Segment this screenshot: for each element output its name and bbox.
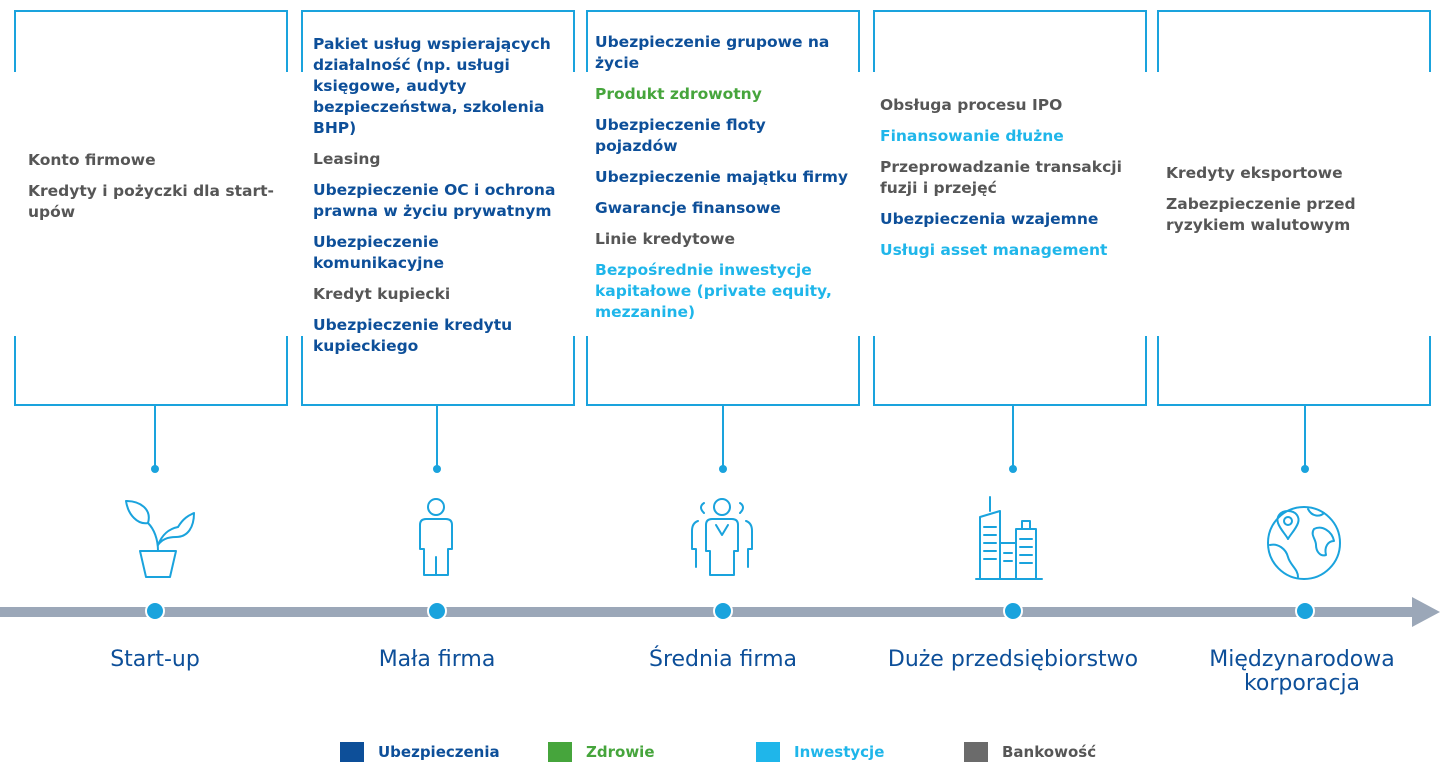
legend-item-insurance: Ubezpieczenia	[340, 742, 500, 762]
product-item: Obsługa procesu IPO	[880, 96, 1063, 114]
legend-label: Inwestycje	[794, 743, 885, 761]
product-item: Konto firmowe	[28, 151, 156, 169]
person-icon	[419, 498, 453, 576]
buildings-icon	[975, 496, 1043, 580]
timeline-node-startup	[145, 601, 165, 621]
legend-label: Ubezpieczenia	[378, 743, 500, 761]
product-item: Linie kredytowe	[595, 230, 735, 248]
product-item: Gwarancje finansowe	[595, 199, 781, 217]
connector-stem	[1304, 406, 1306, 468]
plant-icon	[125, 500, 195, 578]
timeline-node-medium-company	[713, 601, 733, 621]
stage-items-large-enterprise: Obsługa procesu IPO Finansowanie dłużne …	[880, 95, 1142, 261]
stage-frame-large-enterprise	[873, 10, 1147, 406]
stage-frame-medium-company	[586, 10, 860, 406]
stage-items-small-company: Pakiet usług wspierających działalność (…	[313, 34, 571, 357]
legend-item-banking: Bankowość	[964, 742, 1096, 762]
stage-label-medium-company: Średnia firma	[649, 647, 797, 672]
connector-stem	[154, 406, 156, 468]
legend-swatch	[756, 742, 780, 762]
stage-frame-small-company	[301, 10, 575, 406]
connector-dot	[1009, 465, 1017, 473]
product-item: Ubezpieczenie grupowe na życie	[595, 33, 830, 72]
connector-dot	[433, 465, 441, 473]
product-item: Ubezpieczenie kredytu kupieckiego	[313, 316, 513, 355]
product-item: Ubezpieczenia wzajemne	[880, 210, 1099, 228]
connector-stem	[436, 406, 438, 468]
stage-label-startup: Start-up	[110, 647, 200, 672]
stage-items-medium-company: Ubezpieczenie grupowe na życie Produkt z…	[595, 32, 853, 323]
timeline-node-international-corporation	[1295, 601, 1315, 621]
connector-dot	[151, 465, 159, 473]
connector-stem	[722, 406, 724, 468]
team-icon	[691, 498, 753, 576]
timeline-node-small-company	[427, 601, 447, 621]
product-item: Przeprowadzanie transakcji fuzji i przej…	[880, 158, 1122, 197]
legend-swatch	[964, 742, 988, 762]
legend-swatch	[340, 742, 364, 762]
product-item: Ubezpieczenie komunikacyjne	[313, 233, 444, 272]
product-item: Ubezpieczenie floty pojazdów	[595, 116, 766, 155]
legend-item-investments: Inwestycje	[756, 742, 884, 762]
stage-label-small-company: Mała firma	[378, 647, 496, 672]
product-item: Finansowanie dłużne	[880, 127, 1064, 145]
product-item: Usługi asset management	[880, 241, 1108, 259]
stage-items-startup: Konto firmowe Kredyty i pożyczki dla sta…	[28, 150, 286, 223]
timeline-arrowhead	[1412, 597, 1440, 627]
legend-swatch	[548, 742, 572, 762]
stage-items-international-corporation: Kredyty eksportowe Zabezpieczenie przed …	[1166, 163, 1416, 236]
product-item: Ubezpieczenie majątku firmy	[595, 168, 849, 186]
connector-dot	[719, 465, 727, 473]
product-item: Produkt zdrowotny	[595, 85, 762, 103]
timeline-axis	[0, 607, 1415, 617]
stage-frame-startup	[14, 10, 288, 406]
product-item: Pakiet usług wspierających działalność (…	[313, 35, 551, 137]
connector-stem	[1012, 406, 1014, 468]
legend-item-health: Zdrowie	[548, 742, 655, 762]
legend-label: Zdrowie	[586, 743, 655, 761]
product-item: Zabezpieczenie przed ryzykiem walutowym	[1166, 195, 1356, 234]
globe-icon	[1267, 506, 1341, 580]
stage-frame-international-corporation	[1157, 10, 1431, 406]
product-item: Ubezpieczenie OC i ochrona prawna w życi…	[313, 181, 556, 220]
connector-dot	[1301, 465, 1309, 473]
timeline-node-large-enterprise	[1003, 601, 1023, 621]
legend-label: Bankowość	[1002, 743, 1097, 761]
product-item: Bezpośrednie inwestycje kapitałowe (priv…	[595, 261, 832, 321]
stage-label-international-corporation: Międzynarodowa korporacja	[1209, 647, 1395, 696]
product-item: Kredyty i pożyczki dla start-upów	[28, 182, 274, 221]
product-item: Kredyty eksportowe	[1166, 164, 1343, 182]
product-item: Leasing	[313, 150, 381, 168]
stage-label-large-enterprise: Duże przedsiębiorstwo	[887, 647, 1139, 672]
product-item: Kredyt kupiecki	[313, 285, 451, 303]
